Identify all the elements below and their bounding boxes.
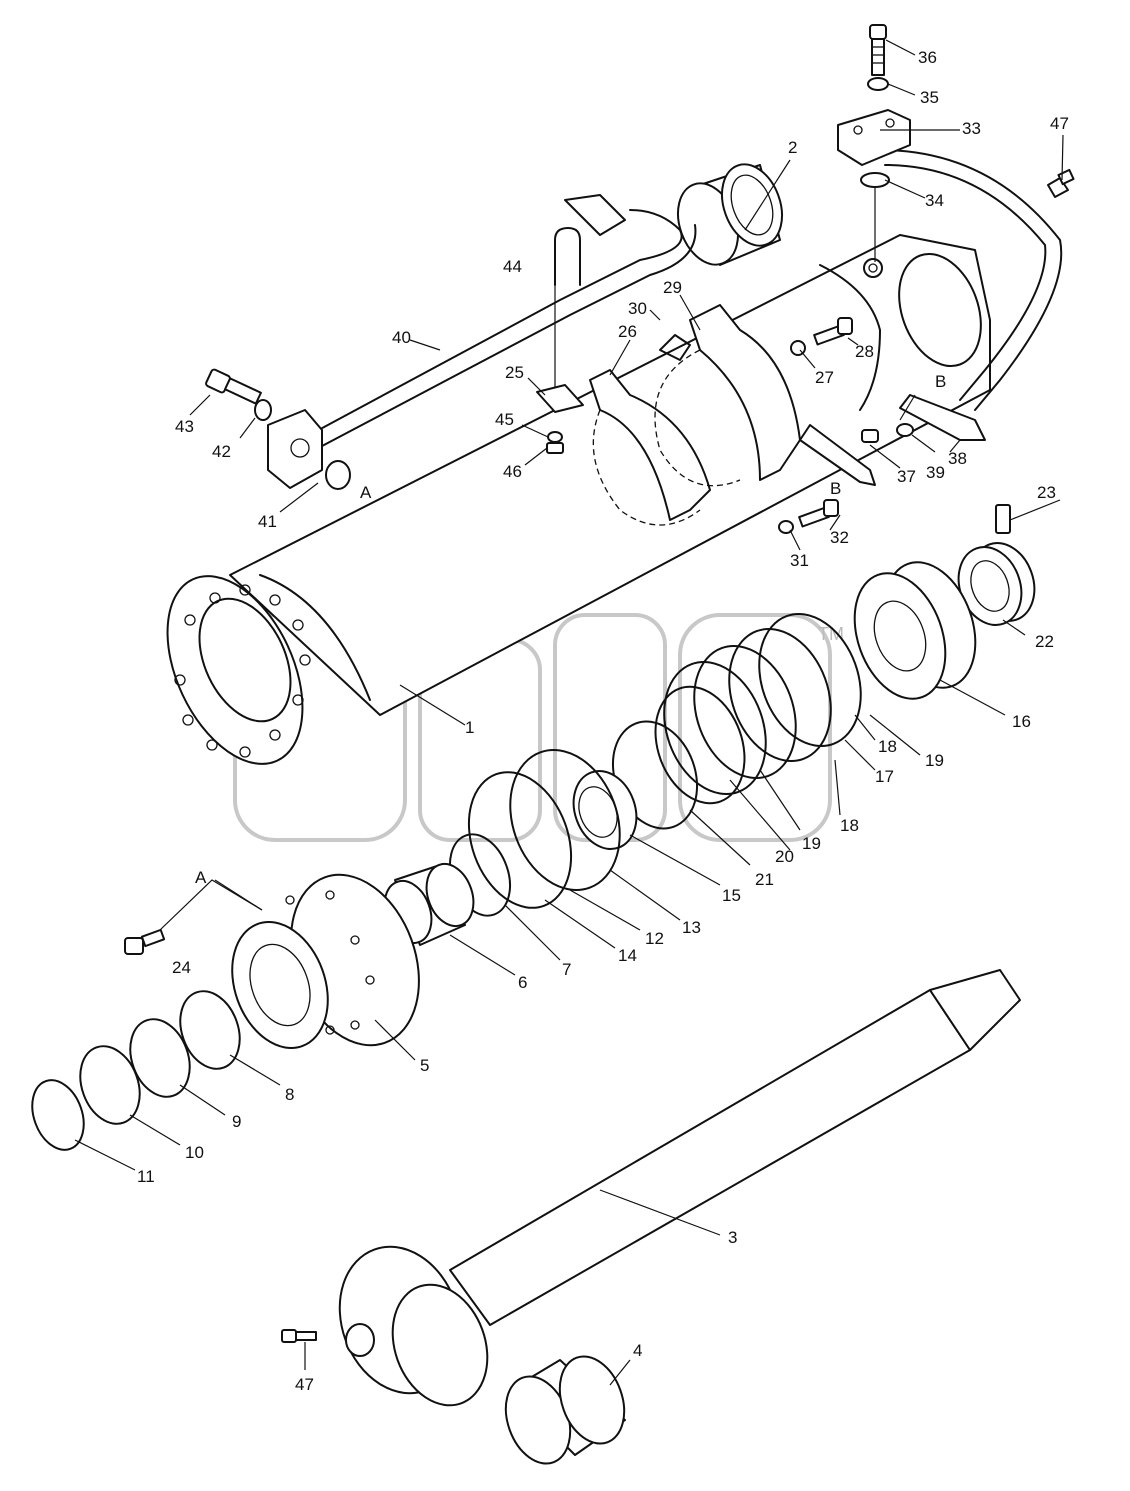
callout-25: 25 [505, 363, 524, 382]
lock-nut-22 [957, 542, 1036, 626]
callout-20: 20 [775, 847, 794, 866]
watermark-trademark: TM [818, 624, 844, 644]
set-screw-23 [995, 504, 1011, 534]
callout-32: 32 [830, 528, 849, 547]
callout-26: 26 [618, 322, 637, 341]
callout-13: 13 [682, 918, 701, 937]
callout-9: 9 [232, 1112, 241, 1131]
callout-6: 6 [518, 973, 527, 992]
ring-14 [467, 771, 573, 909]
piston-rod-3 [338, 969, 1021, 1407]
washer-31 [778, 520, 794, 534]
bushing-6 [383, 863, 475, 946]
callout-4: 4 [633, 1341, 642, 1360]
callout-10: 10 [185, 1143, 204, 1162]
bolt-43 [205, 368, 262, 405]
clamp-26 [589, 369, 711, 526]
ring-15 [572, 770, 638, 850]
callout-42: 42 [212, 442, 231, 461]
callout-18a: 18 [878, 737, 897, 756]
callout-40: 40 [392, 328, 411, 347]
hydraulic-tube-33 [837, 109, 1063, 411]
callout-34: 34 [925, 191, 944, 210]
nut-46 [546, 442, 564, 454]
seal-10 [79, 1045, 141, 1125]
bracket-37 [799, 424, 879, 486]
bushing-2 [677, 163, 783, 266]
callout-47a: 47 [1050, 114, 1069, 133]
flange-block-41 [267, 409, 351, 490]
bracket-38 [899, 394, 986, 441]
seal-11 [31, 1079, 85, 1151]
nut-39 [896, 423, 914, 437]
callout-1: 1 [465, 718, 474, 737]
callout-22: 22 [1035, 632, 1054, 651]
bolt-36 [869, 24, 887, 76]
callout-44: 44 [503, 257, 522, 276]
hydraulic-tube-40 [299, 194, 697, 456]
callout-39: 39 [926, 463, 945, 482]
callout-43: 43 [175, 417, 194, 436]
callout-labels: 1 2 3 4 5 6 7 8 9 10 11 12 13 14 15 16 1… [137, 48, 1069, 1394]
callout-21: 21 [755, 870, 774, 889]
callout-5: 5 [420, 1056, 429, 1075]
callout-35: 35 [920, 88, 939, 107]
washer-42 [254, 399, 272, 421]
callout-8: 8 [285, 1085, 294, 1104]
callout-37: 37 [897, 467, 916, 486]
callout-41: 41 [258, 512, 277, 531]
bolt-28 [813, 317, 853, 346]
callout-16: 16 [1012, 712, 1031, 731]
flange-bolt-holes [174, 584, 311, 758]
callout-14: 14 [618, 946, 637, 965]
callout-11: 11 [137, 1167, 155, 1186]
callout-29: 29 [663, 278, 682, 297]
bolt-24 [124, 928, 166, 955]
callout-2: 2 [788, 138, 797, 157]
u-bolt-44 [554, 227, 581, 395]
callout-46: 46 [503, 462, 522, 481]
callout-38: 38 [948, 449, 967, 468]
seal-rings-17-21 [611, 613, 862, 830]
clamp-30 [659, 334, 691, 361]
clamp-plate-25 [536, 384, 584, 413]
leader-lines [74, 39, 1064, 1386]
callout-19b: 19 [802, 834, 821, 853]
callout-12: 12 [645, 929, 664, 948]
cylinder-barrel [166, 234, 991, 765]
callout-18b: 18 [840, 816, 859, 835]
callout-27: 27 [815, 368, 834, 387]
grease-nipple-47-bottom [281, 1329, 317, 1343]
bolt-32 [798, 499, 839, 528]
callout-3: 3 [728, 1228, 737, 1247]
washer-45 [547, 431, 563, 443]
callout-33: 33 [962, 119, 981, 138]
callout-45: 45 [495, 410, 514, 429]
o-ring-34 [860, 172, 890, 188]
ref-a-top: A [360, 483, 372, 502]
washer-35 [867, 77, 889, 91]
callout-36: 36 [918, 48, 937, 67]
callout-28: 28 [855, 342, 874, 361]
callout-17: 17 [875, 767, 894, 786]
callout-47b: 47 [295, 1375, 314, 1394]
callout-7: 7 [562, 960, 571, 979]
gland-5 [231, 873, 420, 1049]
ref-a-bottom: A [195, 868, 207, 887]
callout-24: 24 [172, 958, 191, 977]
clamp-29 [654, 304, 801, 487]
bushing-4 [504, 1355, 626, 1465]
ref-b-right: B [935, 372, 946, 391]
ring-13 [509, 749, 621, 891]
callout-30: 30 [628, 299, 647, 318]
callout-19a: 19 [925, 751, 944, 770]
ref-b-left: B [830, 479, 841, 498]
seal-8 [179, 990, 241, 1070]
callout-23: 23 [1037, 483, 1056, 502]
piston-16 [853, 561, 977, 700]
grease-nipple-47-top [1047, 168, 1075, 198]
callout-31: 31 [790, 551, 809, 570]
callout-15: 15 [722, 886, 741, 905]
